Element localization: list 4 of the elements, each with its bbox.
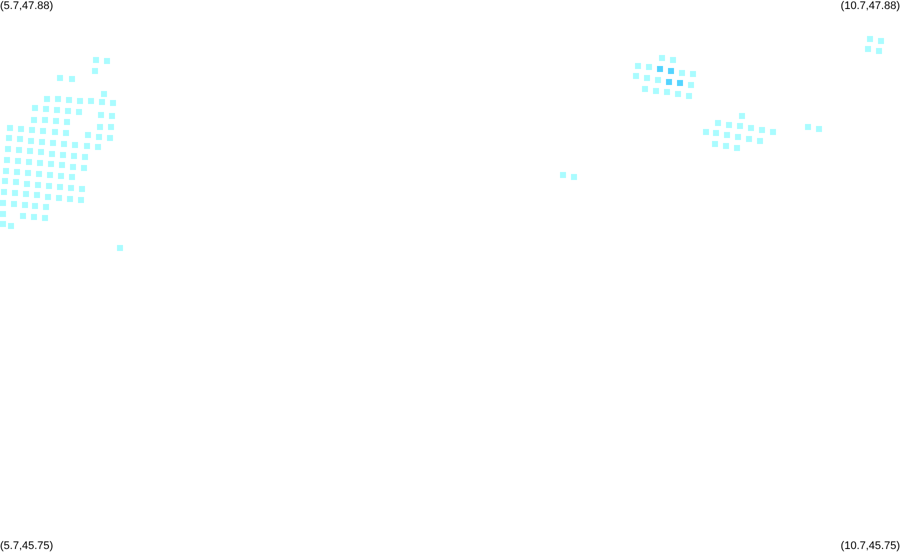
coordinate-label: (5.7,45.75): [0, 540, 54, 552]
coordinate-label: (10.7,47.88): [840, 0, 900, 12]
coordinate-label: (5.7,47.88): [0, 0, 54, 12]
coordinate-label: (10.7,45.75): [840, 540, 900, 552]
